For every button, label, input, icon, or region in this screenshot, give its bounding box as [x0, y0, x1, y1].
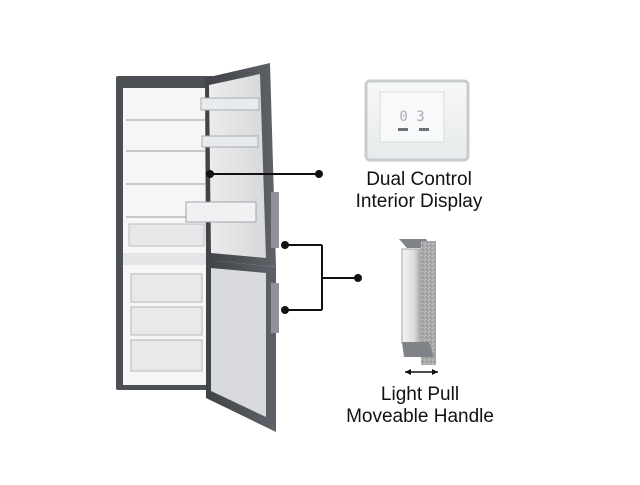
callout-connectors: [206, 170, 362, 314]
handle-feature-line1: Light Pull: [380, 384, 460, 405]
panel-button-left: [398, 128, 408, 131]
control-panel-image: 0 3: [364, 79, 470, 162]
display-feature-line2: Interior Display: [355, 191, 483, 212]
crisper-drawer: [128, 223, 205, 247]
panel-display-text: 0 3: [399, 109, 424, 125]
handle-arrow-left: [405, 369, 411, 375]
freezer-drawer-3: [130, 339, 203, 372]
handle-bottom-cap: [402, 342, 434, 357]
handle-arrow-right: [432, 369, 438, 375]
lower-handle: [271, 283, 279, 333]
upper-handle: [271, 192, 279, 248]
lower-door-inner: [211, 268, 266, 417]
freezer-drawer-1: [130, 273, 203, 303]
door-shelf-2: [201, 135, 259, 148]
door-shelf-3: [185, 201, 257, 223]
display-callout-dot-right: [315, 170, 323, 178]
display-feature-line1: Dual Control: [366, 169, 472, 190]
panel-button-right: [419, 128, 429, 131]
door-shelf-1: [200, 97, 260, 111]
handle-image: [399, 239, 438, 375]
handle-clear-bar: [401, 248, 423, 344]
handle-feature-line2: Moveable Handle: [346, 406, 494, 427]
display-feature-caption: Dual Control Interior Display: [338, 169, 500, 213]
handle-callout-dot-right: [354, 274, 362, 282]
handle-stone-bar: [421, 241, 436, 365]
divider-band: [123, 253, 207, 265]
handle-feature-caption: Light Pull Moveable Handle: [330, 384, 510, 428]
refrigerator: [116, 63, 279, 432]
panel-inner: [379, 91, 445, 143]
freezer-drawer-2: [130, 306, 203, 336]
